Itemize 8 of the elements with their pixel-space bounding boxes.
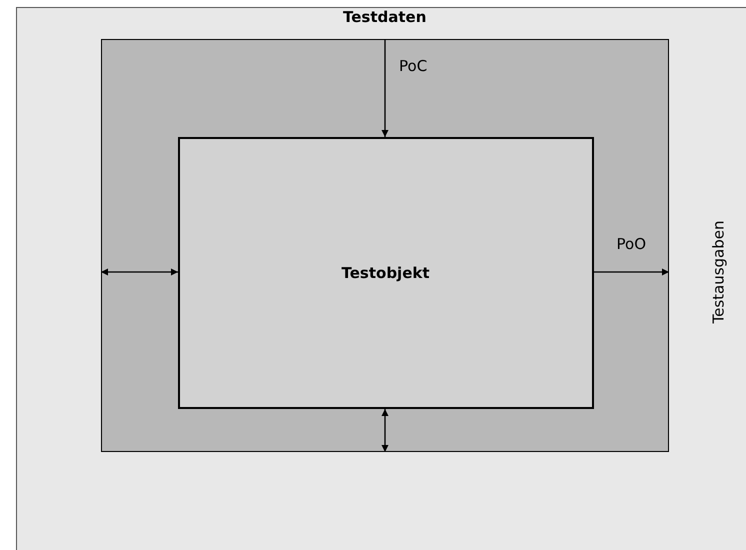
arrow [382,409,388,452]
test-object-box [178,136,594,408]
arrow [594,268,669,276]
box-title: Testobjekt [342,264,430,282]
arrow [382,39,388,137]
side-label: Testausgaben [709,220,728,324]
arrow [101,268,178,276]
heading: Testdaten [343,8,426,26]
